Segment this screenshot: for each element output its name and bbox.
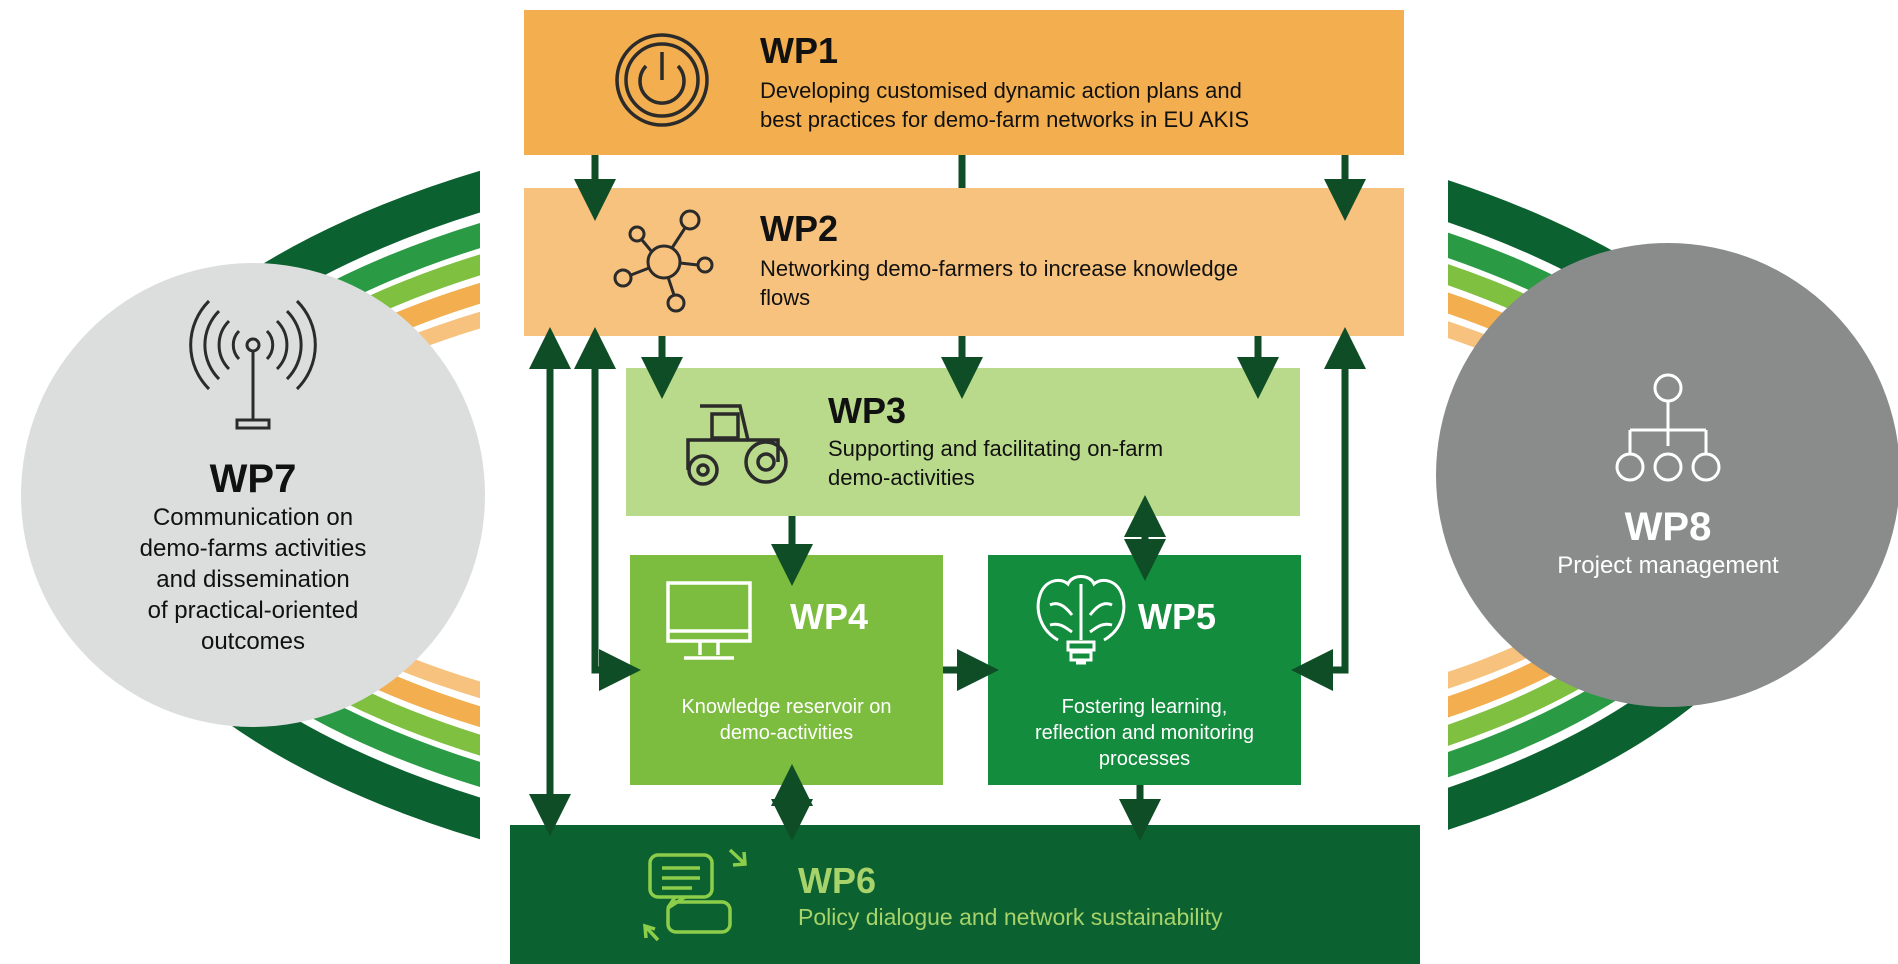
- brain-bulb-icon: [1036, 575, 1126, 665]
- wp3-desc-line2: demo-activities: [828, 465, 975, 490]
- wp2-title: WP2: [760, 208, 839, 249]
- wp8-circle: [1436, 243, 1898, 707]
- monitor-icon: [666, 581, 752, 660]
- wp2-desc-line1: Networking demo-farmers to increase know…: [760, 256, 1239, 281]
- wp7-text: WP7 Communication on demo-farms activiti…: [83, 456, 423, 657]
- wp7-line1: Communication on: [152, 504, 354, 531]
- wp2-text: WP2 Networking demo-farmers to increase …: [760, 208, 1238, 312]
- wp5-desc-line2: reflection and monitoring: [1034, 722, 1254, 744]
- wp8-desc: Project management: [1557, 552, 1779, 579]
- wp5-desc-line3: processes: [1098, 748, 1191, 770]
- wp4-desc-line2: demo-activities: [719, 722, 854, 744]
- power-icon: [615, 33, 709, 127]
- wp6-desc: Policy dialogue and network sustainabili…: [798, 904, 1223, 930]
- wp6-title: WP6: [798, 860, 877, 901]
- wp1-title: WP1: [760, 30, 839, 71]
- tractor-icon: [686, 404, 788, 486]
- wp4-title: WP4: [790, 596, 869, 637]
- wp7-line4: of practical-oriented: [147, 597, 359, 624]
- broadcast-antenna-icon: [189, 299, 317, 430]
- wp4-box: [630, 555, 943, 785]
- chat-exchange-icon: [643, 848, 747, 942]
- wp5-desc: Fostering learning, reflection and monit…: [988, 694, 1301, 772]
- wp3-text: WP3 Supporting and facilitating on-farm …: [828, 390, 1163, 492]
- wp5-title: WP5: [1138, 596, 1217, 637]
- arrow-wp2-wp4: [574, 327, 641, 691]
- org-chart-icon: [1615, 373, 1721, 482]
- arrows: [529, 155, 1366, 841]
- network-icon: [613, 209, 714, 313]
- wp3-title: WP3: [828, 390, 907, 431]
- wp8-text: WP8 Project management: [1498, 504, 1838, 581]
- wp1-desc-line2: best practices for demo-farm networks in…: [760, 107, 1250, 132]
- wp5-desc-line1: Fostering learning,: [1061, 696, 1228, 718]
- wp7-line3: and dissemination: [156, 566, 350, 593]
- wp7-circle: [21, 263, 485, 727]
- wp7-line5: outcomes: [200, 628, 306, 655]
- wp6-text: WP6 Policy dialogue and network sustaina…: [798, 860, 1222, 932]
- wp8-title: WP8: [1624, 505, 1712, 549]
- wp3-desc-line1: Supporting and facilitating on-farm: [828, 436, 1164, 461]
- wp2-desc-line2: flows: [760, 285, 811, 310]
- wp1-desc-line1: Developing customised dynamic action pla…: [760, 78, 1242, 103]
- wp6-box: [510, 825, 1420, 964]
- wp1-text: WP1 Developing customised dynamic action…: [760, 30, 1249, 134]
- wp4-desc: Knowledge reservoir on demo-activities: [630, 694, 943, 746]
- wp7-title: WP7: [209, 457, 297, 501]
- wp7-line2: demo-farms activities: [139, 535, 367, 562]
- wp2-box: [524, 188, 1404, 336]
- arrow-wp2-wp5: [1291, 327, 1366, 691]
- wp4-desc-line1: Knowledge reservoir on: [681, 696, 892, 718]
